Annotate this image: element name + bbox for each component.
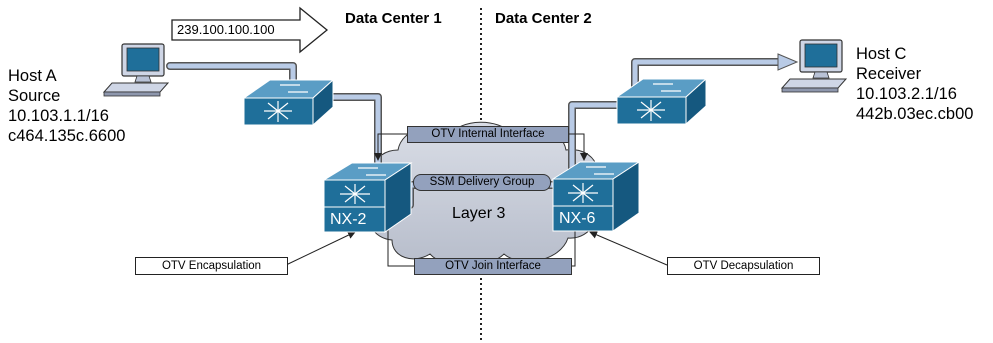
- host-a-info: Host A Source 10.103.1.1/16 c464.135c.66…: [8, 66, 125, 146]
- host-a-name: Host A: [8, 67, 57, 85]
- host-c-name: Host C: [856, 45, 907, 63]
- data-center-1-title: Data Center 1: [345, 10, 442, 27]
- host-a-role: Source: [8, 87, 61, 105]
- encap-leader: [285, 231, 356, 266]
- nx6-label: NX-6: [559, 210, 596, 227]
- host-c-computer-icon: [780, 39, 848, 93]
- otv-encapsulation-callout: OTV Encapsulation: [135, 257, 288, 275]
- host-a-ip: 10.103.1.1/16: [8, 107, 109, 125]
- otv-join-interface-label: OTV Join Interface: [414, 258, 572, 275]
- otv-internal-interface-label: OTV Internal Interface: [407, 126, 569, 143]
- host-c-mac: 442b.03ec.cb00: [856, 105, 974, 123]
- internal-interface-lines: [374, 133, 588, 161]
- left-access-switch: [242, 78, 335, 127]
- host-a-mac: c464.135c.6600: [8, 127, 126, 145]
- traffic-arrowhead: [777, 53, 799, 71]
- multicast-group-arrow: [171, 6, 329, 54]
- decap-leader: [589, 231, 668, 266]
- data-center-2-title: Data Center 2: [495, 10, 592, 27]
- layer3-label: Layer 3: [452, 205, 506, 222]
- nx2-label: NX-2: [330, 211, 367, 228]
- host-c-ip: 10.103.2.1/16: [856, 85, 957, 103]
- host-a-computer-icon: [102, 43, 170, 97]
- multicast-group-label: 239.100.100.100: [177, 22, 275, 37]
- host-c-info: Host C Receiver 10.103.2.1/16 442b.03ec.…: [856, 44, 973, 124]
- nx6-switch-icon: [551, 161, 641, 232]
- right-access-switch: [615, 77, 708, 126]
- otv-decapsulation-callout: OTV Decapsulation: [667, 257, 820, 275]
- nx2-switch-icon: [322, 162, 413, 233]
- host-c-role: Receiver: [856, 65, 922, 83]
- ssm-delivery-group-label: SSM Delivery Group: [413, 174, 551, 191]
